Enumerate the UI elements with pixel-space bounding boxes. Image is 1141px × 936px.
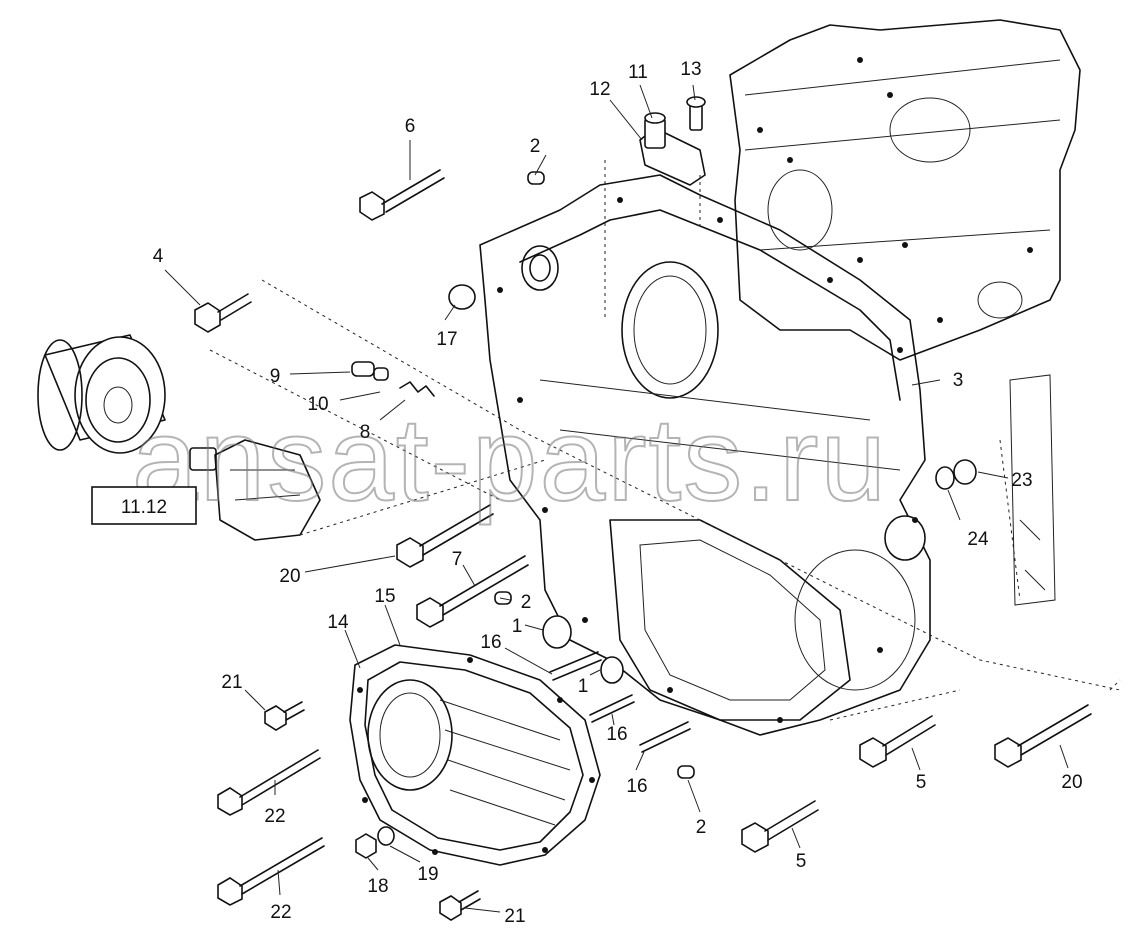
part-label-16-lower: 16 [626,776,647,797]
part-label-2-lower: 2 [696,817,707,838]
part-label-14: 14 [327,612,349,633]
part-labels: 6 4 9 10 8 2 12 11 13 17 3 23 24 20 7 2 … [153,59,1083,927]
part-label-20-left: 20 [279,566,300,587]
oil-filter [37,334,321,541]
part-label-22-upper: 22 [264,806,285,827]
part-label-21-lower: 21 [504,906,525,927]
part-label-19: 19 [417,864,438,885]
engine-block [729,19,1081,606]
part-label-13: 13 [680,59,701,80]
part-label-18: 18 [367,876,388,897]
part-label-5-lower: 5 [796,851,807,872]
part-label-22-lower: 22 [270,902,291,923]
watermark-text: ansat-parts.ru [132,394,888,526]
part-label-7: 7 [452,549,463,570]
part-label-12: 12 [589,79,610,100]
part-label-10: 10 [307,394,328,415]
part-label-24: 24 [967,529,989,550]
thermostat-housing [639,96,706,186]
part-label-17: 17 [436,329,457,350]
part-label-1-lower: 1 [578,676,589,697]
part-label-4: 4 [153,246,164,267]
part-label-11: 11 [628,62,648,83]
part-label-16-upper: 16 [480,632,501,653]
reference-callout[interactable]: 11.12 [91,486,197,525]
fasteners [194,169,1092,921]
part-label-20-right: 20 [1061,772,1082,793]
part-label-6: 6 [405,116,416,137]
part-label-15: 15 [374,586,395,607]
part-label-3: 3 [953,370,964,391]
part-label-23: 23 [1011,470,1032,491]
part-label-2-top: 2 [530,136,541,157]
leader-lines [164,84,1069,913]
part-label-16-mid: 16 [606,724,627,745]
part-label-1-upper: 1 [512,616,523,637]
alignment-lines [209,160,1121,721]
part-label-21-upper: 21 [221,672,242,693]
reference-callout-label: 11.12 [121,497,167,518]
part-label-5-right: 5 [916,772,927,793]
reference-callout-box[interactable] [91,486,197,525]
part-label-9: 9 [270,366,281,387]
part-label-2-mid: 2 [521,592,532,613]
timing-case-housing [479,174,931,736]
part-label-8: 8 [360,422,371,443]
front-cover [349,644,601,866]
